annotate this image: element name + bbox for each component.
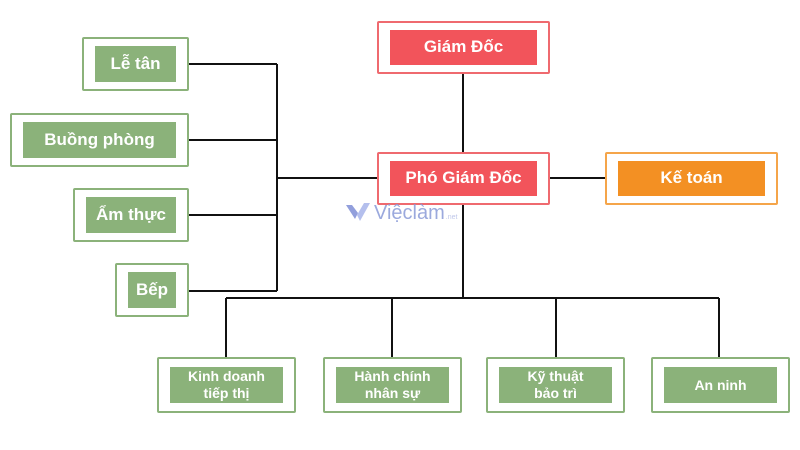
dept-node-am-thuc: Ẩm thực [73,188,189,242]
dept-node-le-tan: Lễ tân [82,37,189,91]
watermark-logo: Việclàm .net [344,199,457,223]
dept-label: Buồng phòng [23,122,176,158]
chevron-logo-icon [346,203,370,221]
ceo-label: Giám Đốc [390,30,537,65]
accounting-node: Kế toán [605,152,778,205]
dept-label: Lễ tân [95,46,176,82]
dept-label: An ninh [664,367,777,403]
deputy-node: Phó Giám Đốc [377,152,550,205]
dept-label: Ẩm thực [86,197,176,233]
dept-node-an-ninh: An ninh [651,357,790,413]
watermark-brand: Việclàm [374,202,445,224]
deputy-label: Phó Giám Đốc [390,161,537,196]
dept-node-bep: Bếp [115,263,189,317]
dept-label: Bếp [128,272,176,308]
accounting-label: Kế toán [618,161,765,196]
watermark-suffix: .net [445,214,458,221]
dept-node-buong-phong: Buồng phòng [10,113,189,167]
ceo-node: Giám Đốc [377,21,550,74]
